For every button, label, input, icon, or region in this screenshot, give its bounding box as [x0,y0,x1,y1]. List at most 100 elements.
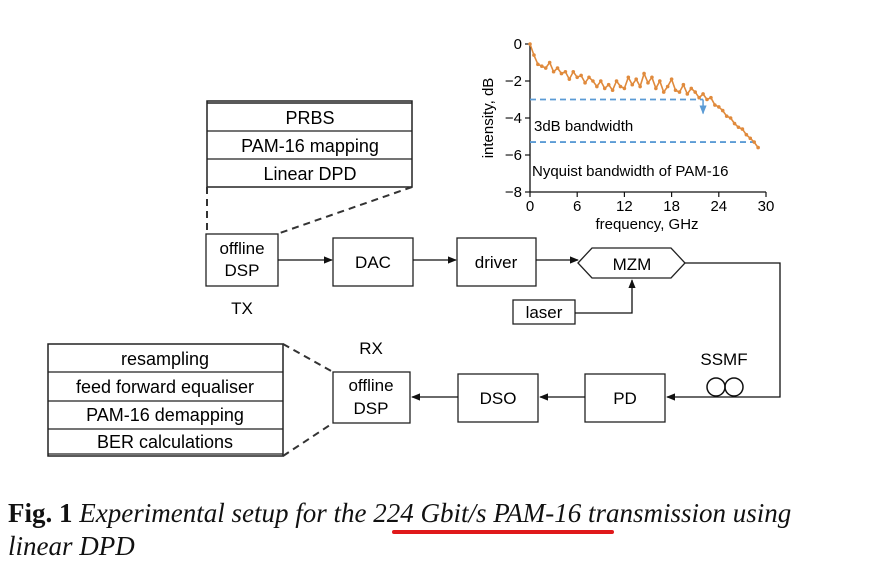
tx-stack-item-mapping: PAM-16 mapping [241,136,379,156]
chart-x-tick-label: 6 [573,198,581,215]
chart-data-point [744,132,749,137]
chart-data-point [583,81,587,85]
rx-offline-dsp-line1: offline [348,376,393,395]
chart-data-point [602,86,607,91]
tx-stack-item-prbs: PRBS [285,108,334,128]
tx-offline-dsp-line1: offline [219,239,264,258]
chart-data-point [536,62,540,67]
rx-offline-dsp-block [332,371,411,424]
dso-label: DSO [480,389,517,408]
chart-data-point [661,90,666,94]
chart-x-tick-label: 0 [526,198,534,215]
chart-data-point [736,125,741,130]
chart-y-tick-label: 0 [514,36,522,53]
laser-block [512,299,576,325]
chart-data-point [720,108,725,113]
ssmf-label: SSMF [700,350,747,369]
chart-data-point [728,116,733,120]
chart-x-tick-label: 12 [616,198,633,215]
chart-data-point [677,90,682,94]
chart-y-label: intensity, dB [480,78,497,159]
pd-label: PD [613,389,637,408]
chart-data-point [630,82,635,87]
fiber-spool-icon [706,377,744,397]
chart-data-point [673,88,678,93]
chart-data-point [681,82,686,87]
caption-figure-number: Fig. 1 [8,498,73,528]
chart-data-point [579,73,583,78]
chart-y-tick-label: −2 [505,73,522,90]
tx-algorithm-stack: PRBS PAM-16 mapping Linear DPD [206,100,413,188]
caption-highlight: 224 Gbit/s PAM-16 [373,498,582,528]
chart-data-point [606,82,611,87]
chart-data-point [626,75,631,80]
chart-data-point [748,136,753,141]
chart-data-point [693,90,697,94]
chart-data-point [638,84,642,89]
rx-algorithm-stack: resampling feed forward equaliser PAM-16… [47,343,284,457]
chart-data-point [540,64,544,68]
dso-block [457,373,539,423]
chart-data-point [658,79,662,83]
chart-data-point [665,84,670,89]
chart-data-point [634,77,638,81]
chart-data-point [610,88,615,93]
chart-data-point [543,66,548,70]
chart-data-point [697,95,701,100]
rx-stack-item-ber: BER calculations [97,432,233,452]
chart-data-point [618,84,623,89]
driver-block [456,237,537,287]
rx-label: RX [359,339,383,358]
chart-data-point [599,79,603,83]
chart-data-point [752,140,756,144]
chart-data-point [701,92,705,96]
chart-data-point [571,69,576,74]
chart-data-point [724,114,729,118]
tx-offline-dsp-line2: DSP [225,261,260,280]
chart-data-point [654,86,658,91]
chart-data-point [559,71,564,76]
rx-stack-item-demapping: PAM-16 demapping [86,405,244,425]
chart-data-point [528,42,532,46]
chart-x-tick-label: 30 [758,198,775,215]
chart-data-point [756,145,760,150]
rx-zoom-line-top [282,343,334,373]
chart-data-point [642,71,646,76]
chart-data-point [551,69,556,74]
chart-data-point [705,97,709,102]
chart-y-tick-label: −8 [505,184,522,201]
chart-data-point [575,75,579,80]
chart-y-ticks: 0 −2 −4 −6 −8 [505,36,530,201]
chart-data-point [567,77,572,81]
chart-data-point [689,86,694,91]
chart-data-point [532,53,536,57]
chart-y-tick-label: −6 [505,147,522,164]
annotation-3db: 3dB bandwidth [534,118,633,135]
chart-data-point [685,92,690,96]
chart-x-label: frequency, GHz [595,216,698,233]
tx-stack-frame [206,100,413,188]
chart-series-points [528,42,760,150]
rx-stack-item-ffe: feed forward equaliser [76,377,254,397]
chart-reference-lines [530,98,755,143]
chart-data-point [587,75,591,80]
dac-label: DAC [355,253,391,272]
chart-y-tick-label: −4 [505,110,522,127]
tx-label: TX [231,299,253,318]
mzm-label: MZM [613,255,652,274]
chart-data-point [646,81,650,85]
chart-data-point [740,127,745,131]
fiber-link-line [685,262,781,398]
chart-data-point [709,95,713,100]
chart-data-point [595,84,599,89]
rx-stack-item-resampling: resampling [121,349,209,369]
chart-x-tick-label: 18 [663,198,680,215]
laser-label: laser [526,303,563,322]
tx-stack-item-dpd: Linear DPD [263,164,356,184]
arrow-laser-to-mzm [575,279,636,314]
chart-data-point [614,79,619,83]
rx-stack-frame [47,343,284,457]
chart-data-point [650,75,654,80]
